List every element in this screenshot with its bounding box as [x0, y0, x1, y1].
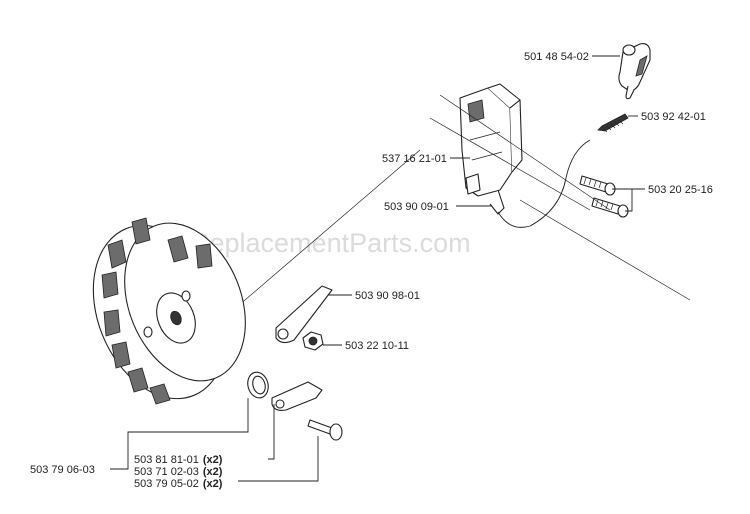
nut[interactable]	[302, 331, 324, 351]
spring[interactable]	[597, 113, 629, 133]
label-pawl: 503 71 02-03(x2)	[134, 466, 223, 478]
label-spring: 503 92 42-01	[641, 111, 706, 123]
label-wire: 503 90 09-01	[384, 201, 449, 213]
label-washer: 503 81 81-01(x2)	[134, 454, 223, 466]
module-screw-bottom[interactable]	[591, 197, 629, 218]
leader-washer	[268, 404, 275, 460]
label-cable-plate: 503 90 98-01	[355, 290, 420, 302]
leader-pin	[238, 436, 319, 482]
leader-flywheel	[110, 398, 249, 470]
label-module-screws: 503 20 25-16	[648, 184, 713, 196]
spark-plug-cap[interactable]	[618, 43, 651, 100]
label-spark-plug-cap: 501 48 54-02	[524, 51, 589, 63]
watermark: ReplacementParts.com	[190, 228, 471, 258]
pawl[interactable]	[271, 381, 323, 411]
cable-plate[interactable]	[275, 285, 333, 344]
label-ignition-module: 537 16 21-01	[382, 153, 447, 165]
ht-wire[interactable]	[497, 139, 591, 228]
module-screw-top[interactable]	[579, 175, 616, 196]
ignition-module[interactable]	[459, 83, 523, 215]
label-nut: 503 22 10-11	[345, 340, 409, 352]
pin[interactable]	[307, 419, 343, 441]
label-flywheel: 503 79 06-03	[30, 464, 95, 476]
washer[interactable]	[245, 370, 271, 400]
label-pin: 503 79 05-02(x2)	[134, 478, 223, 490]
leader-module-screws	[612, 188, 645, 212]
guide-lines	[209, 94, 691, 331]
flywheel[interactable]	[69, 205, 268, 419]
